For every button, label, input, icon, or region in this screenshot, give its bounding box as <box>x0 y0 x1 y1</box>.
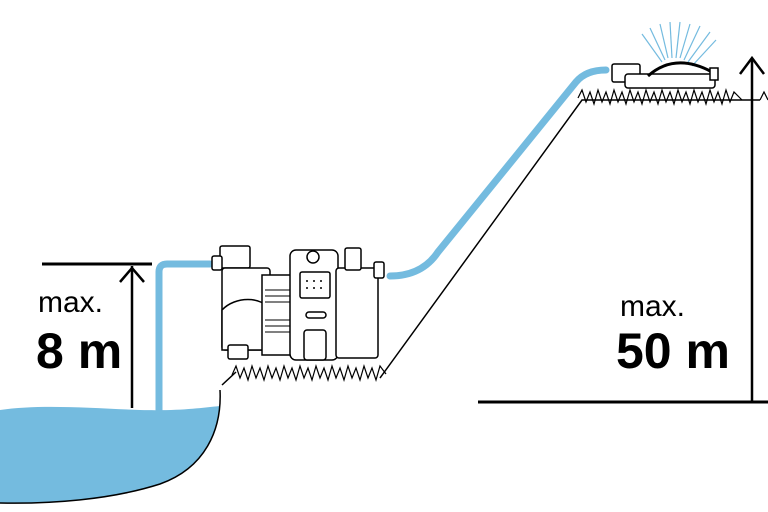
suction-label-prefix: max. <box>38 286 103 319</box>
grass-top <box>577 87 743 107</box>
sprinkler-base <box>624 73 716 89</box>
delivery-height-dimension <box>478 55 768 404</box>
brand-logo-icon <box>306 250 320 264</box>
pump-motor-left <box>261 274 293 356</box>
pond-edge <box>0 389 221 504</box>
delivery-hose <box>386 66 610 280</box>
arrow-up-icon <box>739 55 765 75</box>
pump-switch <box>303 329 327 361</box>
grass-pump <box>231 363 387 383</box>
delivery-label-prefix: max. <box>620 290 685 323</box>
pump-motor-right <box>335 267 379 359</box>
hill-outline <box>221 99 760 386</box>
arrow-up-icon <box>119 266 145 283</box>
sprinkler-end-cap <box>709 67 719 81</box>
sprinkler-arm <box>647 61 713 78</box>
water-body <box>0 406 220 504</box>
pump-handle-slot <box>305 311 327 319</box>
spray-jets <box>641 21 717 67</box>
pump-outlet-valve <box>344 247 362 271</box>
control-panel-leds <box>306 280 322 289</box>
pump <box>211 245 385 361</box>
suction-hose <box>155 260 214 414</box>
sprinkler <box>611 21 719 89</box>
suction-label-value: 8 m <box>36 323 122 379</box>
pump-control-panel <box>299 271 331 299</box>
pump-inlet-port <box>211 255 223 271</box>
delivery-label-value: 50 m <box>616 323 730 379</box>
suction-height-dimension <box>42 262 152 408</box>
water-source <box>0 389 221 504</box>
pump-outlet-port <box>373 261 385 279</box>
pump-inlet-cap <box>219 245 251 269</box>
pump-drain <box>227 344 249 360</box>
grass-top-edge <box>759 90 768 101</box>
